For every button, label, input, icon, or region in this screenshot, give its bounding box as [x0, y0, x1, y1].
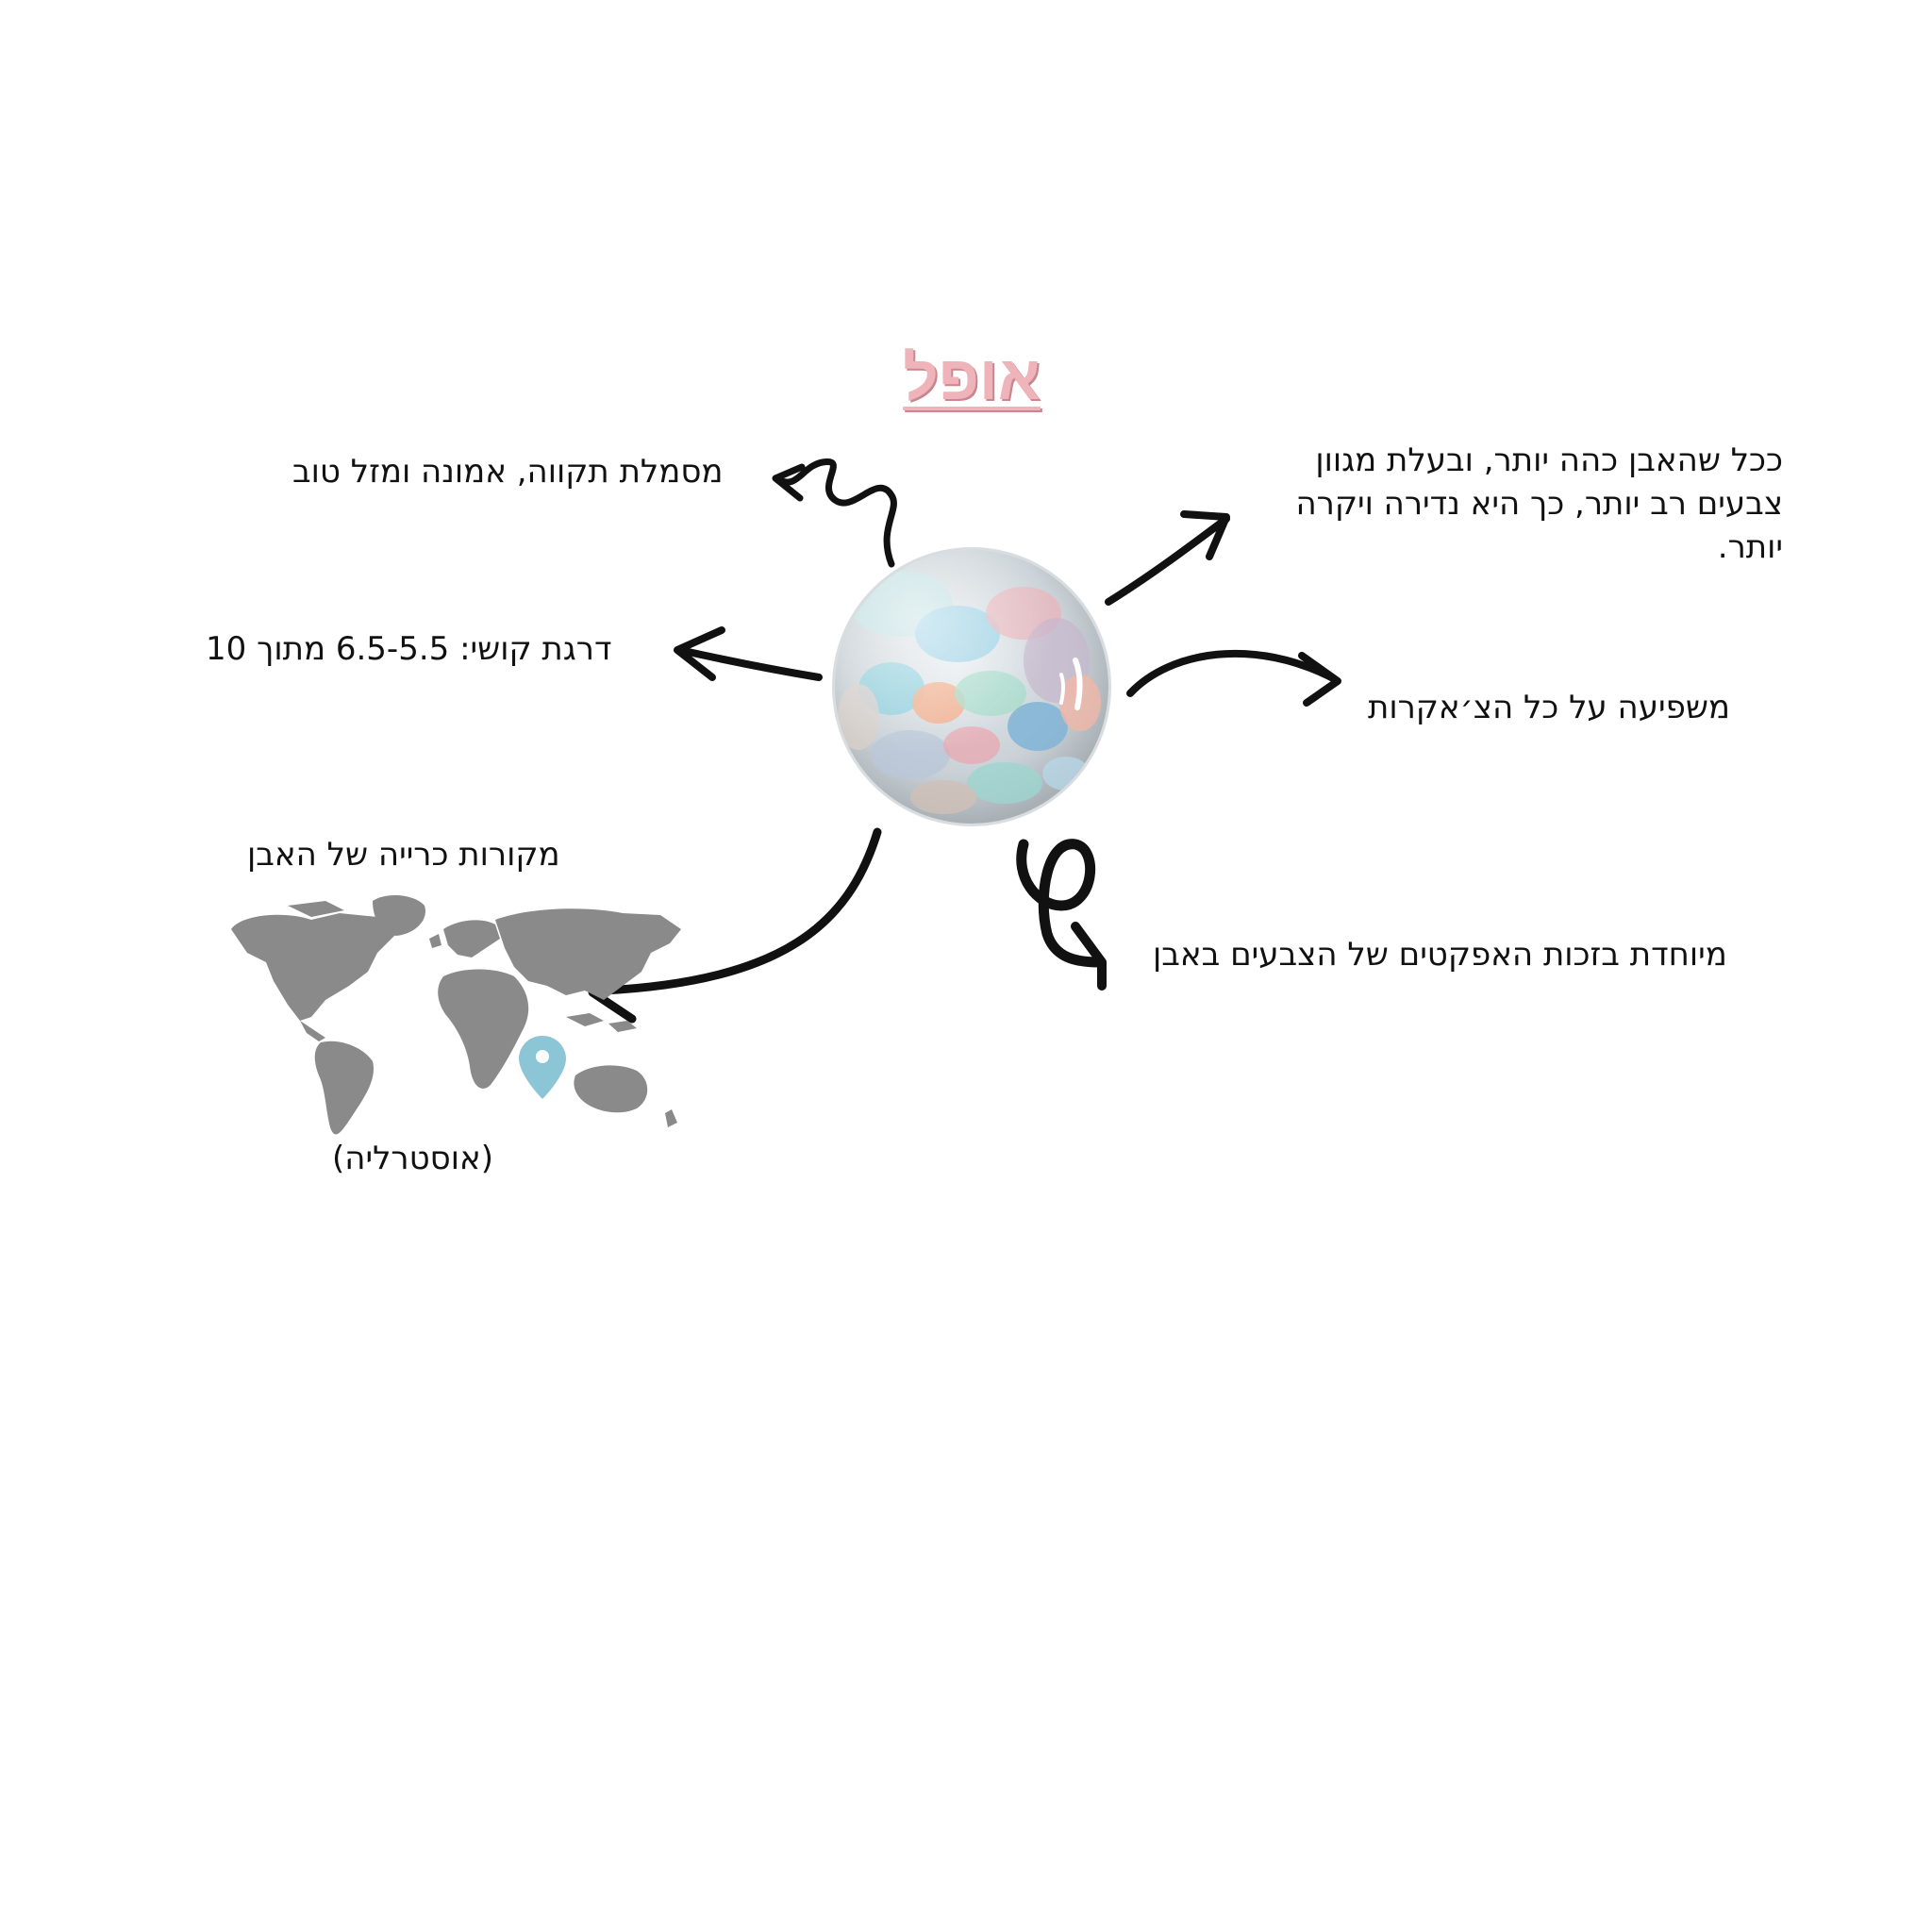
- world-map-icon: [231, 894, 681, 1135]
- arrow-colors: [1016, 839, 1107, 991]
- location-pin-icon: [519, 1036, 566, 1099]
- symbol-label: מסמלת תקווה, אמונה ומזל טוב: [292, 453, 724, 491]
- arrow-chakras: [1126, 649, 1341, 707]
- colors-label: מיוחדת בזכות האפקטים של הצבעים באבן: [1153, 936, 1727, 974]
- location-label: (אוסטרליה): [332, 1140, 493, 1177]
- arrow-value: [1105, 510, 1230, 606]
- mining-label: מקורות כרייה של האבן: [247, 836, 560, 874]
- value-label: ככל שהאבן כהה יותר, ובעלת מגוון צבעים רב…: [1295, 441, 1783, 566]
- opal-gem-icon: [832, 547, 1111, 826]
- page-title: אופל: [903, 342, 1041, 412]
- arrow-symbol: [772, 458, 897, 568]
- hardness-label: דרגת קושי: 6.5-5.5 מתוך 10: [206, 630, 612, 668]
- arrow-hardness: [674, 626, 823, 681]
- chakras-label: משפיעה על כל הצ׳אקרות: [1368, 689, 1731, 726]
